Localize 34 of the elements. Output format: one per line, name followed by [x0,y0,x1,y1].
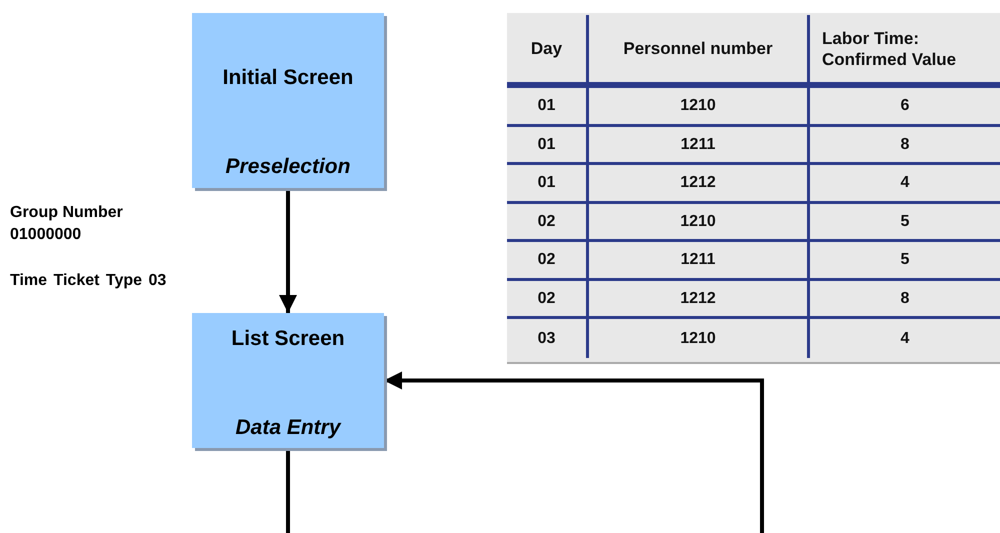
column-header: Day [507,15,586,88]
column-header: Personnel number [586,15,807,88]
table-cell-text: 03 [536,328,556,349]
table-cell: 1210 [586,204,807,242]
table-cell: 5 [807,242,1000,280]
box-label: Data Entry [235,416,341,440]
screen-box [192,13,384,188]
table-cell: 02 [507,204,586,242]
table-cell: 1212 [586,165,807,204]
table-cell: 1210 [586,88,807,126]
table-cell: 02 [507,242,586,280]
arrow [279,188,297,313]
table-cell: 01 [507,165,586,204]
table-cell: 1211 [586,126,807,165]
box-label: List Screen [231,327,345,351]
table-cell: 8 [807,280,1000,319]
table-cell: 4 [807,319,1000,358]
arrow [384,372,764,533]
column-header: Labor Time: Confirmed Value [807,15,1000,88]
table-cell: 1210 [586,319,807,358]
table-cell: 02 [507,280,586,319]
table-cell: 01 [507,126,586,165]
screen-box [192,313,384,448]
table-cell: 01 [507,88,586,126]
table-cell: 1211 [586,242,807,280]
box-label: Initial Screen [222,66,354,90]
table-cell: 4 [807,165,1000,204]
table-cell: 8 [807,126,1000,165]
table-cell: 6 [807,88,1000,126]
note-text: Time Ticket Type 03 [10,271,168,291]
table-cell: 1212 [586,280,807,319]
table-cell: 5 [807,204,1000,242]
box-label: Preselection [226,155,350,179]
note-text: Group Number 01000000 [10,203,124,245]
